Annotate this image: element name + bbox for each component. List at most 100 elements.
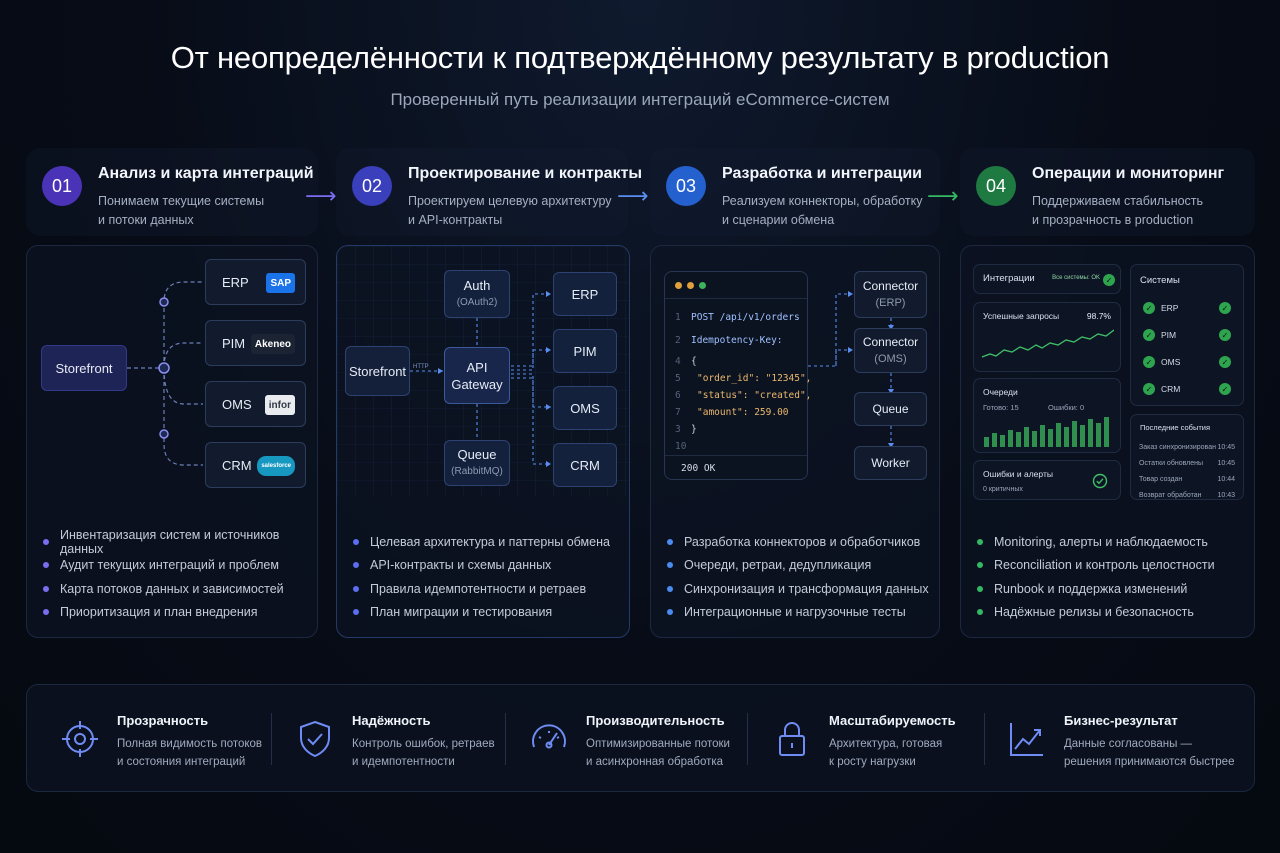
step-3-bullets: Разработка коннекторов и обработчиков Оч… bbox=[667, 530, 929, 624]
check-icon: ✓ bbox=[1103, 274, 1115, 286]
benefit-title: Производительность bbox=[586, 713, 725, 728]
queue-node: Queue(RabbitMQ) bbox=[444, 440, 510, 486]
benefit-title: Прозрачность bbox=[117, 713, 209, 728]
bullet-item: API-контракты и схемы данных bbox=[353, 554, 610, 578]
card-title: Интеграции bbox=[983, 273, 1035, 284]
benefit-title: Надёжность bbox=[352, 713, 431, 728]
divider bbox=[271, 713, 272, 765]
benefit-title: Бизнес-результат bbox=[1064, 713, 1178, 728]
dev-flow-connectors bbox=[808, 291, 894, 448]
benefit-business-result: Бизнес-результат Данные согласованы —реш… bbox=[1007, 685, 1247, 793]
success-requests-card: Успешные запросы 98.7% bbox=[973, 302, 1121, 372]
check-icon: ✓ bbox=[1143, 329, 1155, 341]
step-number-badge: 04 bbox=[976, 166, 1016, 206]
step-4-bullets: Monitoring, алерты и наблюдаемость Recon… bbox=[977, 530, 1215, 624]
bullet-item: Очереди, ретраи, дедупликация bbox=[667, 554, 929, 578]
check-icon: ✓ bbox=[1143, 356, 1155, 368]
check-circle-icon bbox=[1092, 473, 1108, 489]
connector-oms-node: Connector(OMS) bbox=[854, 328, 927, 373]
code-line: { bbox=[691, 356, 697, 367]
akeneo-logo-icon: Akeneo bbox=[250, 334, 295, 354]
bullet-item: Целевая архитектура и паттерны обмена bbox=[353, 530, 610, 554]
arrow-right-icon: ⟶ bbox=[617, 183, 649, 208]
step-title: Проектирование и контракты bbox=[408, 165, 643, 182]
system-status-erp: ERP bbox=[1161, 303, 1179, 313]
bullet-item: Runbook и поддержка изменений bbox=[977, 577, 1215, 601]
card-title: Ошибки и алерты bbox=[983, 469, 1053, 479]
auth-node: Auth(OAuth2) bbox=[444, 270, 510, 318]
benefit-description: Данные согласованы —решения принимаются … bbox=[1064, 738, 1235, 768]
step-number-badge: 02 bbox=[352, 166, 392, 206]
system-node-oms: OMS infor bbox=[205, 381, 306, 427]
step-number-badge: 01 bbox=[42, 166, 82, 206]
target-icon bbox=[62, 721, 98, 757]
step-title: Анализ и карта интеграций bbox=[98, 165, 314, 182]
bullet-item: Аудит текущих интеграций и проблем bbox=[43, 554, 317, 578]
bullet-item: Интеграционные и нагрузочные тесты bbox=[667, 601, 929, 625]
integration-map-connectors bbox=[127, 281, 203, 466]
step-1-header: 01 Анализ и карта интеграций Понимаем те… bbox=[26, 148, 318, 236]
integrations-status-card: Интеграции Все системы: OK ✓ bbox=[973, 264, 1121, 294]
page-subtitle: Проверенный путь реализации интеграций e… bbox=[390, 90, 890, 109]
lock-icon bbox=[779, 722, 805, 756]
bullet-item: Правила идемпотентности и ретраев bbox=[353, 577, 610, 601]
window-dot-icon bbox=[699, 282, 706, 289]
bullet-item: Синхронизация и трансформация данных bbox=[667, 577, 929, 601]
queue-ready-count: Готово: 15 bbox=[983, 403, 1019, 412]
trend-chart-icon bbox=[1010, 723, 1043, 756]
infor-logo-icon: infor bbox=[264, 395, 295, 415]
success-sparkline bbox=[982, 329, 1114, 358]
arrow-right-icon: ⟶ bbox=[927, 183, 959, 208]
benefit-performance: Производительность Оптимизированные пото… bbox=[529, 685, 749, 793]
system-status-pim: PIM bbox=[1161, 330, 1177, 340]
step-2-header: 02 Проектирование и контракты Проектируе… bbox=[336, 148, 642, 236]
alerts-card: Ошибки и алерты 0 критичных bbox=[973, 460, 1121, 500]
shield-check-icon bbox=[300, 720, 330, 758]
all-systems-ok-label: Все системы: OK bbox=[1052, 275, 1100, 281]
bullet-item: Инвентаризация систем и источников данны… bbox=[43, 528, 317, 556]
bullet-item: Приоритизация и план внедрения bbox=[43, 601, 317, 625]
code-line: "order_id": "12345", bbox=[697, 373, 812, 384]
http-label: HTTP bbox=[413, 364, 429, 370]
step-4-header: 04 Операции и мониторинг Поддерживаем ст… bbox=[960, 148, 1255, 236]
queue-node: Queue bbox=[854, 392, 927, 426]
bullet-item: Карта потоков данных и зависимостей bbox=[43, 577, 317, 601]
step-2-bullets: Целевая архитектура и паттерны обмена AP… bbox=[353, 530, 610, 624]
storefront-node: Storefront bbox=[41, 345, 127, 391]
system-node-pim: PIM Akeneo bbox=[205, 320, 306, 366]
bullet-item: Monitoring, алерты и наблюдаемость bbox=[977, 530, 1215, 554]
success-rate-value: 98.7% bbox=[1086, 311, 1111, 321]
code-line: } bbox=[691, 424, 697, 435]
storefront-node: Storefront bbox=[345, 346, 410, 396]
bullet-item: План миграции и тестирования bbox=[353, 601, 610, 625]
window-dot-icon bbox=[675, 282, 682, 289]
system-status-oms: OMS bbox=[1161, 357, 1181, 367]
step-title: Операции и мониторинг bbox=[1032, 165, 1225, 182]
salesforce-logo-icon: salesforce bbox=[257, 456, 295, 476]
arrow-right-icon: ⟶ bbox=[305, 183, 337, 208]
divider bbox=[505, 713, 506, 765]
code-line: "status": "created", bbox=[697, 390, 812, 401]
benefit-title: Масштабируемость bbox=[829, 713, 956, 728]
step-title: Разработка и интеграции bbox=[722, 165, 922, 182]
response-status: 200 OK bbox=[681, 463, 716, 474]
queues-card: Очереди Готово: 15 Ошибки: 0 bbox=[973, 378, 1121, 453]
check-icon: ✓ bbox=[1143, 383, 1155, 395]
